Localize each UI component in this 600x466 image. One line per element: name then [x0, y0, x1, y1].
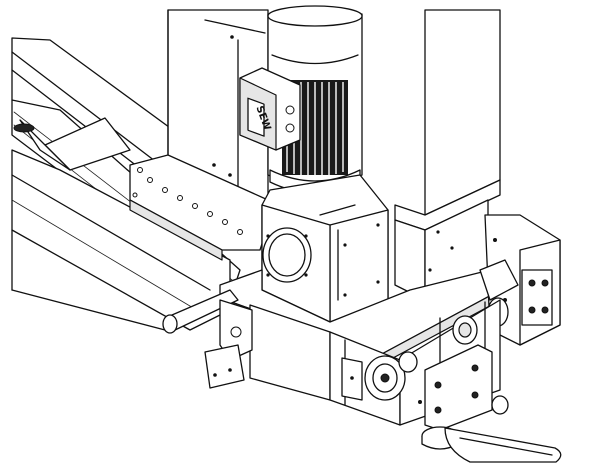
chute-plate	[13, 117, 131, 171]
front-bracket	[341, 357, 363, 401]
lower-profile-bar	[11, 149, 231, 331]
bracket-side-plate	[521, 269, 553, 326]
front-guide-plate	[424, 344, 493, 431]
motor-terminal-box: SEW	[239, 67, 301, 151]
right-column	[394, 9, 501, 301]
right-drive-bracket	[479, 214, 561, 346]
left-rod-bracket	[162, 289, 253, 389]
gearbox-housing	[261, 174, 389, 323]
column-base-flange	[129, 154, 269, 261]
round-guide-rail	[444, 427, 562, 463]
